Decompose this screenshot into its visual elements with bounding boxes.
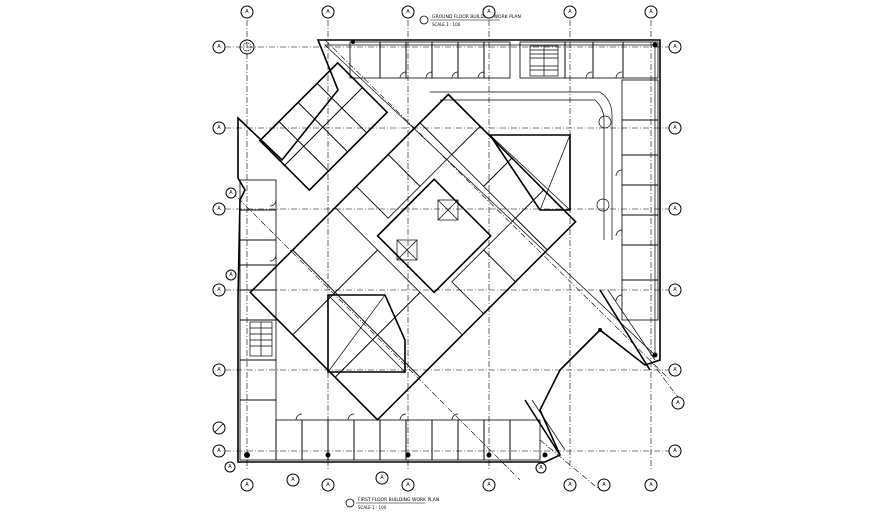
svg-text:A: A [602, 482, 606, 488]
grid-bubble [212, 421, 226, 435]
grid-bubble: A [212, 202, 226, 216]
grid-bubble: A [597, 478, 611, 492]
svg-text:A: A [217, 125, 221, 131]
svg-text:A: A [326, 9, 330, 15]
building-outline [237, 39, 661, 463]
grid-bubble: A [482, 478, 496, 492]
grid-bubble: A [482, 5, 496, 19]
grid-bubble: A [644, 5, 658, 19]
svg-text:A: A [539, 465, 543, 471]
svg-text:A: A [217, 44, 221, 50]
grid-bubble: A [212, 121, 226, 135]
grid-bubble: A [321, 5, 335, 19]
svg-text:A: A [291, 477, 295, 483]
svg-text:A: A [673, 206, 677, 212]
grid-bubble: A [401, 478, 415, 492]
grid-bubble: A [671, 396, 685, 410]
diagonal-ramp [524, 289, 656, 456]
svg-text:A: A [245, 482, 249, 488]
svg-text:A: A [568, 482, 572, 488]
svg-text:A: A [649, 482, 653, 488]
grid-bubble: A [212, 363, 226, 377]
svg-text:A: A [673, 367, 677, 373]
grid-bubble: A [225, 187, 237, 199]
rotated-core [249, 93, 577, 421]
grid-bubble: A [224, 461, 236, 473]
grid-bubble: A [401, 5, 415, 19]
title-bottom-scale: SCALE 1 : 100 [358, 505, 387, 510]
svg-text:A: A [673, 125, 677, 131]
elevator-shaft [396, 199, 459, 261]
grid-bubble: A [668, 444, 682, 458]
atrium-upper-right [488, 134, 571, 211]
stair-left [249, 321, 273, 357]
grid-bubble: A [212, 283, 226, 297]
grid-bubble: A [563, 478, 577, 492]
svg-text:A: A [217, 367, 221, 373]
svg-text:A: A [673, 287, 677, 293]
svg-text:A: A [406, 482, 410, 488]
grid-bubble: A [240, 478, 254, 492]
grid-bubble: A [225, 269, 237, 281]
grid-bubble: A [286, 473, 300, 487]
grid-bubble: A [563, 5, 577, 19]
title-top-text: GROUND FLOOR BUILDING WORK PLAN [432, 14, 521, 20]
svg-text:A: A [217, 287, 221, 293]
svg-text:A: A [217, 448, 221, 454]
atrium-lower-left [327, 294, 406, 373]
svg-text:A: A [568, 9, 572, 15]
svg-text:A: A [229, 272, 233, 278]
svg-text:A: A [673, 44, 677, 50]
grid-bubble: A [644, 478, 658, 492]
title-bottom-text: FIRST FLOOR BUILDING WORK PLAN [358, 497, 439, 503]
svg-text:A: A [406, 9, 410, 15]
svg-text:A: A [673, 448, 677, 454]
svg-text:A: A [326, 482, 330, 488]
svg-text:A: A [229, 190, 233, 196]
drawing-title-bottom: FIRST FLOOR BUILDING WORK PLAN SCALE 1 :… [345, 497, 439, 510]
grid-bubble: A [321, 478, 335, 492]
svg-text:A: A [245, 9, 249, 15]
svg-text:A: A [676, 400, 680, 406]
door-swings [269, 71, 623, 421]
svg-text:A: A [487, 482, 491, 488]
grid-bubble: A [212, 444, 226, 458]
grid-bubble: A [668, 363, 682, 377]
svg-text:A: A [217, 206, 221, 212]
grid-bubble: A [668, 40, 682, 54]
grid-bubble: A [668, 121, 682, 135]
grid-bubble: A [668, 202, 682, 216]
upper-left-wing [258, 61, 389, 192]
grid-lines [225, 20, 681, 491]
grid-bubbles: A A A A A A A A A A A A A A A A A A A A … [212, 5, 685, 492]
grid-bubble: A [668, 283, 682, 297]
svg-text:A: A [380, 475, 384, 481]
svg-text:A: A [649, 9, 653, 15]
svg-text:A: A [228, 464, 232, 470]
grid-bubble: A [375, 471, 389, 485]
grid-bubble: A [535, 462, 547, 474]
stair-top [529, 45, 559, 77]
structural-columns [244, 40, 658, 458]
title-top-scale: SCALE 1 : 100 [432, 22, 461, 27]
grid-bubble: A [240, 5, 254, 19]
grid-bubble: A [212, 40, 226, 54]
svg-text:A: A [487, 9, 491, 15]
curved-corridor [430, 91, 613, 240]
drawing-title-top: GROUND FLOOR BUILDING WORK PLAN SCALE 1 … [419, 14, 521, 27]
north-symbol-icon [239, 39, 255, 55]
